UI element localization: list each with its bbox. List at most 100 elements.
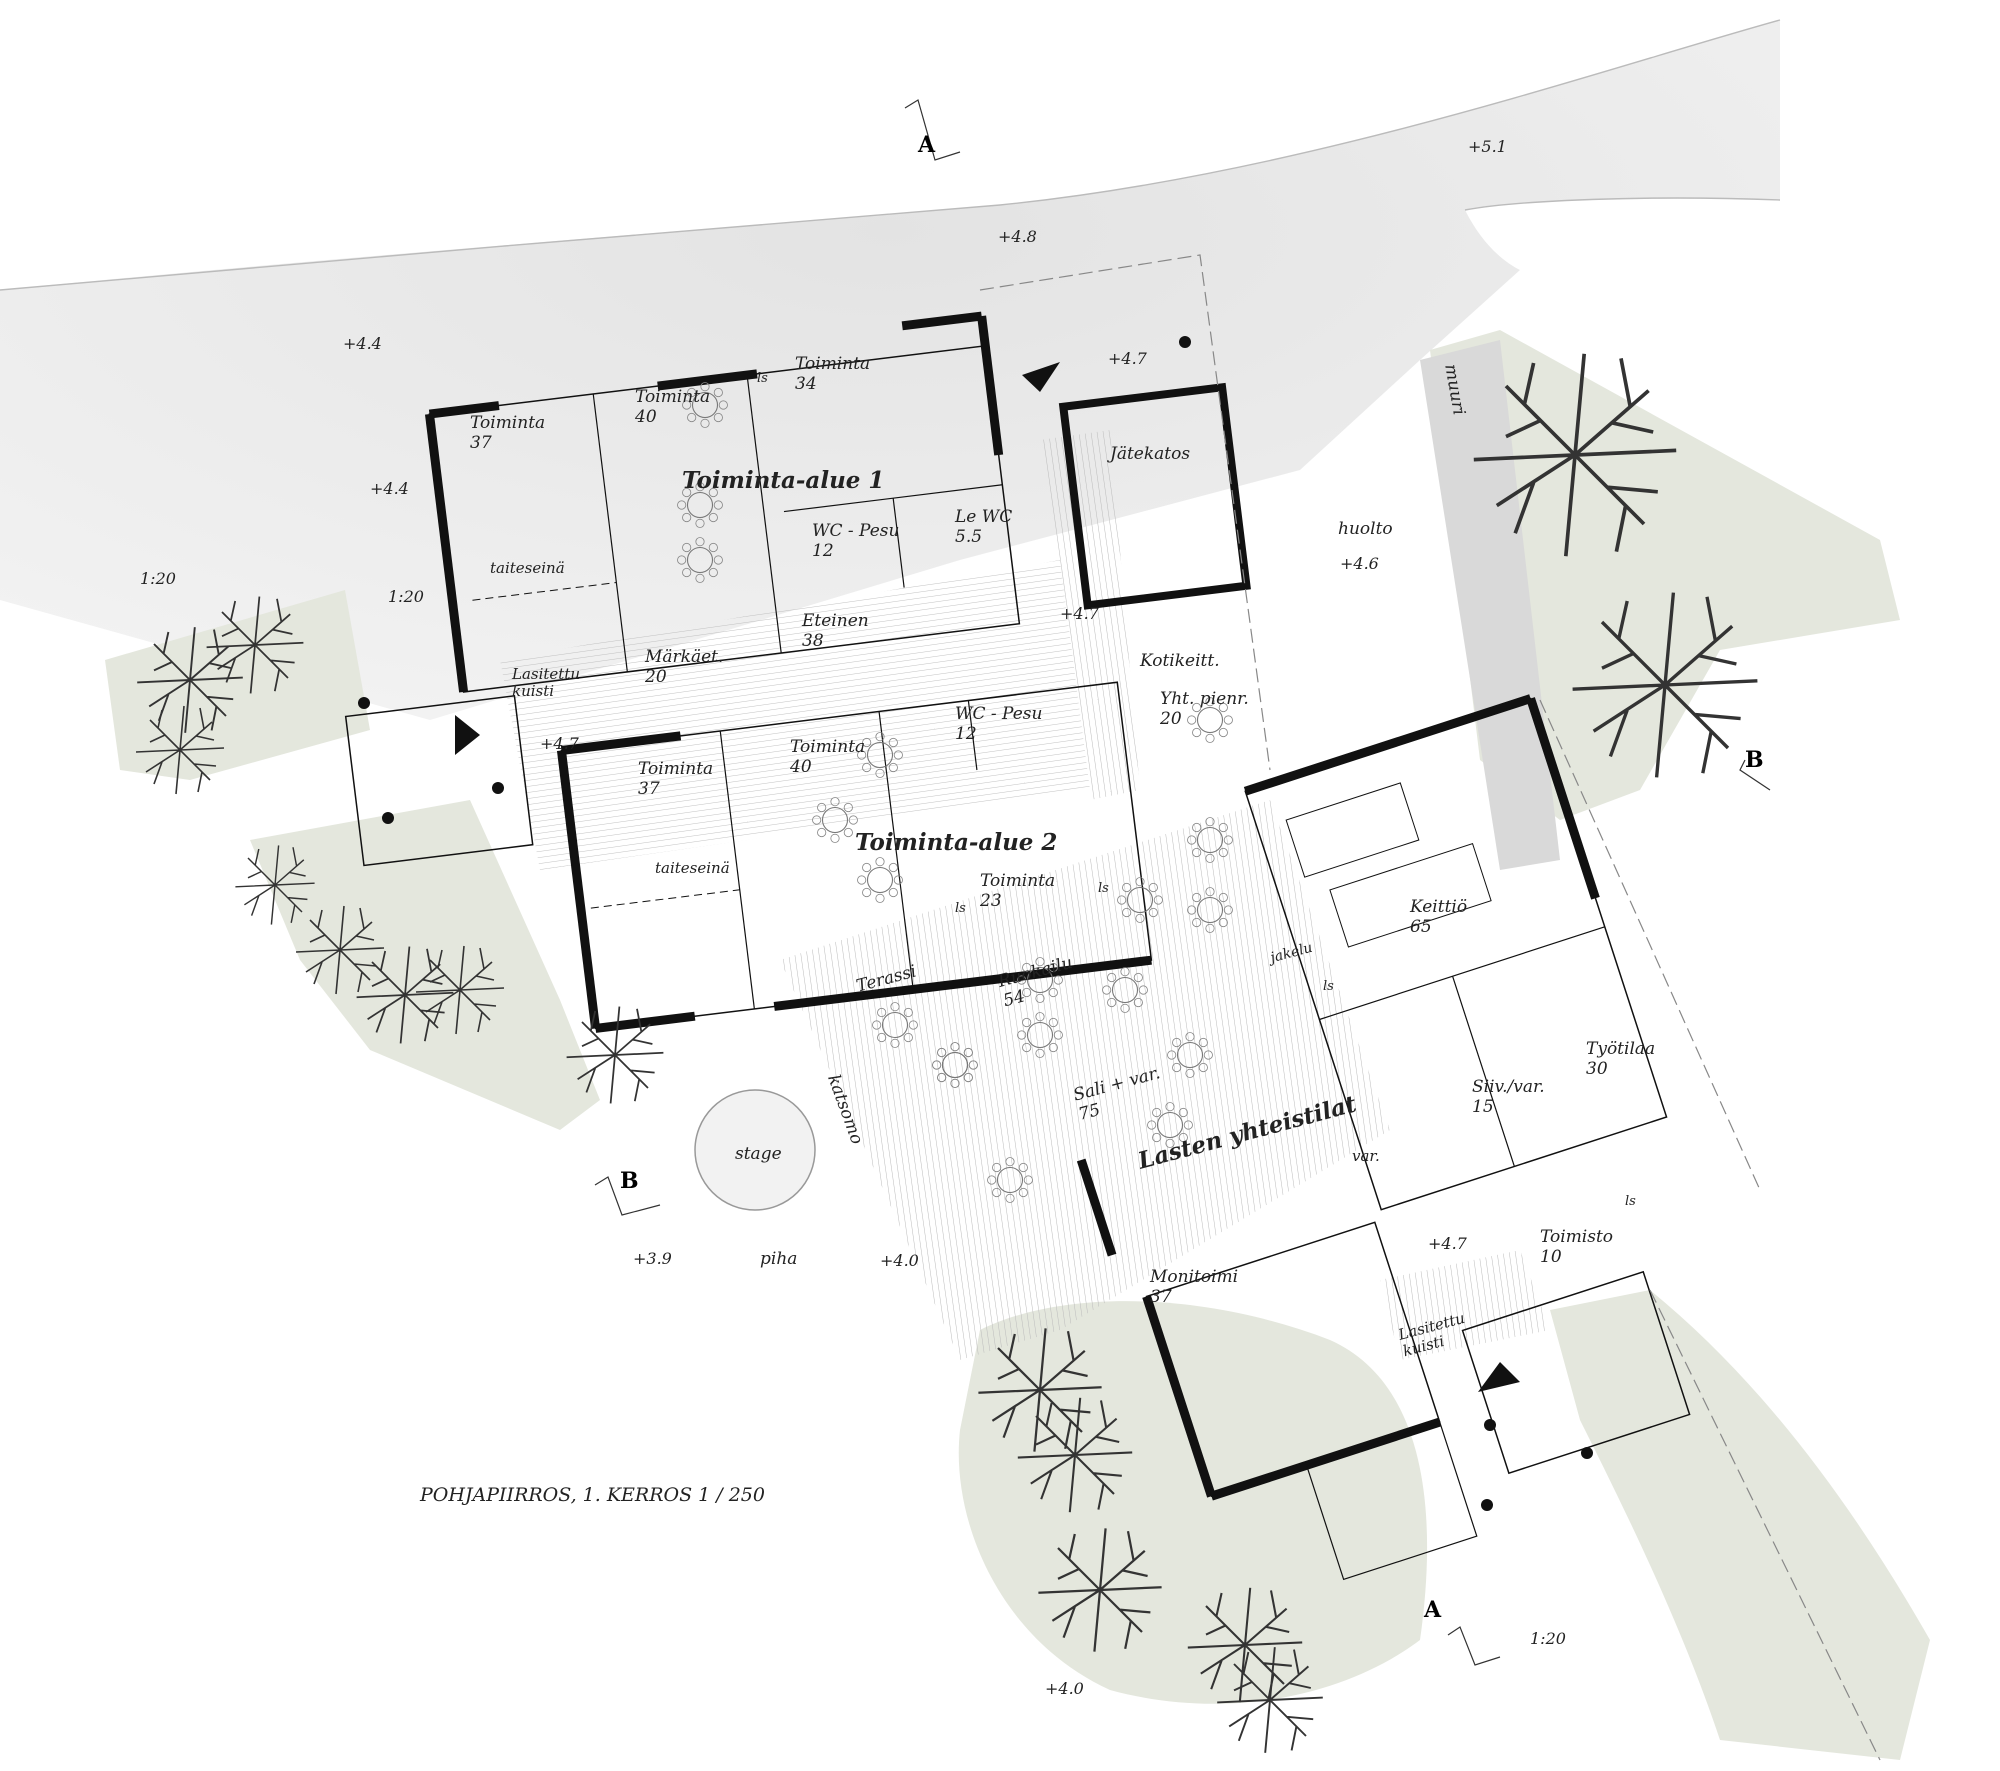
label-huolto: huolto [1338, 519, 1393, 539]
room-name: Toiminta [470, 413, 546, 433]
room-name: WC - Pesu [955, 704, 1043, 724]
elevation-4-4-a: +4.4 [343, 334, 382, 353]
street-upper-edge [0, 19, 1781, 291]
stage-circle [694, 1089, 816, 1211]
room-name: Toiminta [638, 759, 714, 779]
boundary-lines [979, 254, 1881, 1761]
zone-toiminta-alue-2: Toiminta-alue 2 [855, 829, 1058, 856]
room-name: Eteinen [802, 611, 869, 631]
room-area: 30 [1586, 1058, 1608, 1079]
room-area: 12 [812, 540, 834, 561]
room-jatekatos: Jätekatos [1110, 444, 1191, 465]
label-ls-2: ls [955, 901, 966, 916]
east-corridor-paving [1040, 430, 1140, 800]
label-ls-4: ls [1323, 979, 1334, 994]
label-ls-3: ls [1098, 881, 1109, 896]
elevation-4-4-b: +4.4 [370, 479, 409, 498]
room-name: Yht. pienr. [1160, 689, 1249, 709]
corridor-paving [500, 560, 1090, 870]
label-text: Lasitettu [512, 665, 581, 683]
label-ls-5: ls [1625, 1194, 1636, 1209]
room-yht-pienr: Yht. pienr.20 [1160, 689, 1249, 729]
room-name: Jätekatos [1110, 444, 1191, 464]
room-name: Toiminta [980, 871, 1056, 891]
retaining-wall [1420, 340, 1560, 870]
plan-title: POHJAPIIRROS, 1. KERROS 1 / 250 [420, 1484, 765, 1506]
label-piha: piha [760, 1249, 798, 1269]
room-area: 40 [635, 406, 657, 427]
green-area-w [250, 800, 600, 1130]
room-name: Toimisto [1540, 1227, 1614, 1247]
columns [358, 336, 1593, 1511]
room-siiv-var: Siiv./var.15 [1472, 1077, 1545, 1117]
elevation-4-8: +4.8 [998, 227, 1037, 246]
room-name: Toiminta [635, 387, 711, 407]
room-name: Toiminta [795, 354, 871, 374]
section-mark-a-bottom: A [1424, 1597, 1442, 1623]
porch-south [1461, 1270, 1691, 1475]
section-mark-b-right: B [1745, 747, 1764, 773]
room-name: Työtilaa [1586, 1039, 1656, 1059]
green-area-e [1550, 1290, 1930, 1760]
room-area: 38 [802, 630, 824, 651]
elevation-5-1: +5.1 [1468, 137, 1507, 156]
room-area: 12 [955, 723, 977, 744]
room-name: Kotikeitt. [1140, 651, 1220, 671]
room-area: 37 [638, 778, 660, 799]
slope-1-20-c: 1:20 [1530, 1629, 1566, 1648]
room-area: 20 [1160, 708, 1182, 729]
terrace-paving [780, 800, 1390, 1360]
room-area: 5.5 [955, 526, 983, 547]
elevation-4-0-b: +4.0 [1045, 1679, 1084, 1698]
room-area: 23 [980, 890, 1002, 911]
waste-shelter [1058, 382, 1251, 610]
room-name: Le WC [955, 507, 1013, 527]
room-name: Monitoimi [1150, 1267, 1239, 1287]
slope-1-20-b: 1:20 [388, 587, 424, 606]
room-name: Märkäet. [645, 647, 724, 667]
elevation-4-7-d: +4.7 [1428, 1234, 1467, 1253]
room-kotikeitt: Kotikeitt. [1140, 651, 1220, 672]
room-area: 40 [790, 756, 812, 777]
section-mark-b-left: B [620, 1168, 639, 1194]
room-name: Toiminta [790, 737, 866, 757]
room-name: Siiv./var. [1472, 1077, 1545, 1097]
green-area-ne [1430, 330, 1900, 820]
elevation-4-0-a: +4.0 [880, 1251, 919, 1270]
room-name: WC - Pesu [812, 521, 900, 541]
south-porch-paving [1380, 1250, 1550, 1360]
elevation-4-7-b: +4.7 [1060, 604, 1099, 623]
room-area: 37 [1150, 1286, 1172, 1307]
label-taiteseina-2: taiteseinä [655, 859, 730, 877]
label-taiteseina-1: taiteseinä [490, 559, 565, 577]
elevation-3-9: +3.9 [633, 1249, 672, 1268]
room-area: 20 [645, 666, 667, 687]
zone-toiminta-alue-1: Toiminta-alue 1 [682, 467, 885, 494]
entry-markers [455, 362, 1520, 1392]
label-var: var. [1352, 1147, 1380, 1165]
street-lower-edge [1464, 197, 1781, 211]
green-area-nw [105, 590, 370, 780]
label-text: kuisti [512, 682, 555, 701]
room-area: 37 [470, 432, 492, 453]
room-name: Keittiö [1410, 897, 1468, 917]
room-area: 10 [1540, 1246, 1562, 1267]
green-area-se [958, 1301, 1428, 1704]
slope-1-20-a: 1:20 [140, 569, 176, 588]
room-area: 15 [1472, 1096, 1494, 1117]
